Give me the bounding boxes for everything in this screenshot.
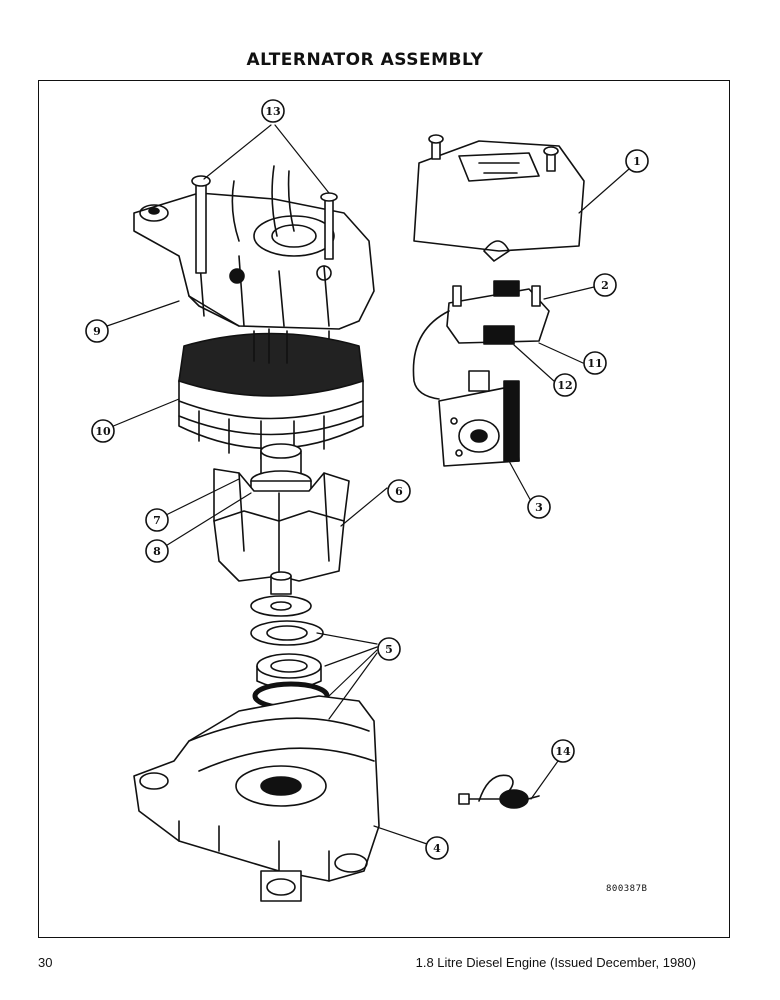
rear-housing-part <box>133 165 375 352</box>
leader-lines <box>106 124 630 845</box>
svg-text:2: 2 <box>601 279 609 292</box>
callout-14: 14 <box>551 739 575 763</box>
rotor-part <box>213 443 350 595</box>
svg-text:14: 14 <box>555 745 571 758</box>
page-title: ALTERNATOR ASSEMBLY <box>246 50 484 70</box>
svg-text:10: 10 <box>95 425 111 438</box>
svg-text:3: 3 <box>535 501 543 514</box>
callout-6: 6 <box>387 479 411 503</box>
svg-text:5: 5 <box>385 643 393 656</box>
capacitor-part <box>458 774 540 809</box>
callout-4: 4 <box>425 836 449 860</box>
svg-text:4: 4 <box>433 842 441 855</box>
page-number: 30 <box>38 955 53 970</box>
svg-text:11: 11 <box>587 357 602 370</box>
drawing-number: 800387B <box>606 884 648 894</box>
regulator-part <box>438 370 520 467</box>
callout-7: 7 <box>145 508 169 532</box>
svg-text:8: 8 <box>153 545 161 558</box>
front-housing-part <box>133 695 380 902</box>
alternator-exploded-drawing: 13 1 2 11 12 3 6 5 <box>85 99 649 902</box>
callout-1: 1 <box>625 149 649 173</box>
svg-text:12: 12 <box>557 379 572 392</box>
callout-12: 12 <box>553 373 577 397</box>
callout-13: 13 <box>261 99 285 123</box>
publication-footer: 1.8 Litre Diesel Engine (Issued December… <box>415 955 696 970</box>
callout-8: 8 <box>145 539 169 563</box>
callout-11: 11 <box>583 351 607 375</box>
svg-text:13: 13 <box>265 105 280 118</box>
callout-9: 9 <box>85 319 109 343</box>
callout-5: 5 <box>377 637 401 661</box>
stator-part <box>178 328 364 460</box>
end-cover-part <box>413 134 585 262</box>
callout-2: 2 <box>593 273 617 297</box>
svg-text:7: 7 <box>153 514 161 527</box>
svg-text:9: 9 <box>93 325 101 338</box>
svg-text:6: 6 <box>395 485 403 498</box>
svg-text:1: 1 <box>633 155 641 168</box>
brush-holder-part <box>412 280 550 400</box>
callout-10: 10 <box>91 419 115 443</box>
callout-3: 3 <box>527 495 551 519</box>
figure-frame: 13 1 2 11 12 3 6 5 <box>38 80 730 938</box>
